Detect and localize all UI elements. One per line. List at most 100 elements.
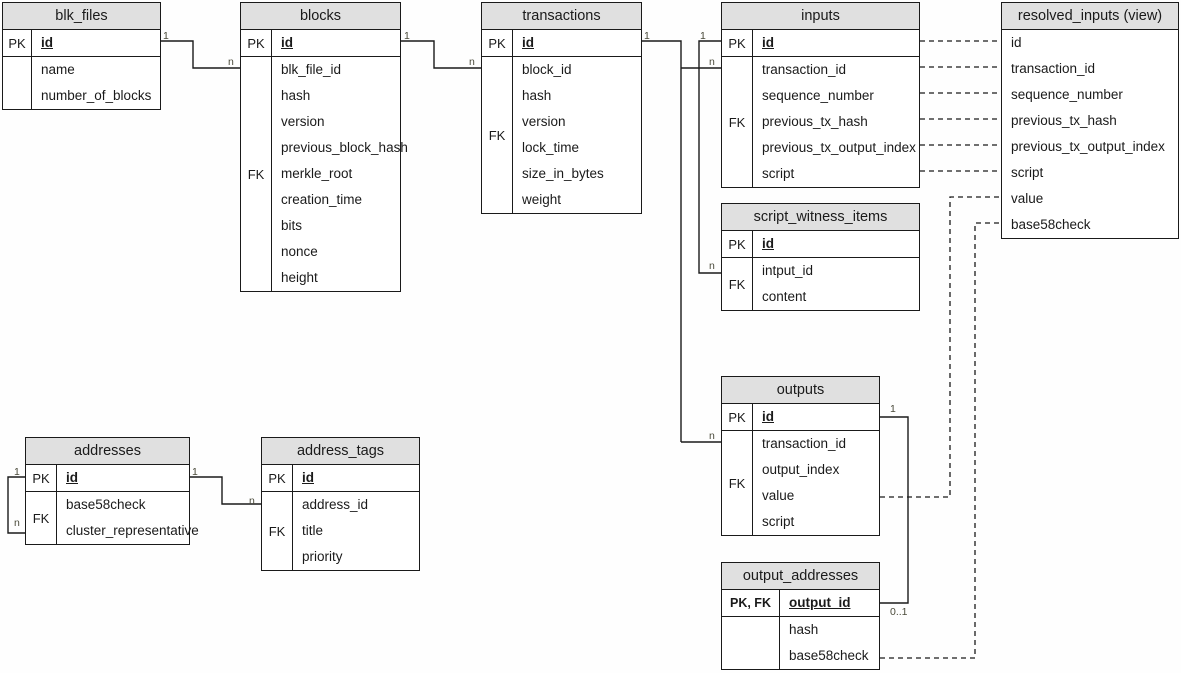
- entity-inputs-pk-group: PK id: [722, 30, 919, 56]
- cardinality-label: n: [249, 495, 255, 507]
- cardinality-label: 1: [404, 30, 410, 42]
- field-block-id: block_id: [522, 62, 572, 77]
- entity-script-witness-items-pk-group: PK id: [722, 231, 919, 257]
- field-version: version: [281, 114, 325, 129]
- entity-resolved-inputs-view[interactable]: resolved_inputs (view) id transaction_id…: [1001, 2, 1179, 239]
- cardinality-label: 0..1: [890, 606, 908, 618]
- field-intput-id: intput_id: [762, 263, 814, 278]
- field-transaction-id: transaction_id: [762, 436, 847, 451]
- key-label-fk: FK: [26, 492, 57, 544]
- cardinality-label: 1: [192, 466, 198, 478]
- entity-addresses-pk-group: PK id: [26, 465, 189, 491]
- entity-resolved-inputs-title: resolved_inputs (view): [1002, 3, 1178, 30]
- field-version: version: [522, 114, 566, 129]
- field-id: id: [1011, 35, 1022, 50]
- entity-transactions[interactable]: transactions PK id FK block_id hash vers…: [481, 2, 642, 214]
- key-label-pk: PK: [262, 465, 293, 491]
- entity-address-tags-field-group: FK address_id title priority: [262, 491, 419, 570]
- field-blk-file-id: blk_file_id: [281, 62, 342, 77]
- field-script: script: [762, 166, 795, 181]
- entity-output-addresses[interactable]: output_addresses PK, FK output_id hash b…: [721, 562, 880, 670]
- entity-inputs[interactable]: inputs PK id FK transaction_id sequence_…: [721, 2, 920, 188]
- field-size-in-bytes: size_in_bytes: [522, 166, 604, 181]
- field-column: intput_id content: [753, 258, 919, 310]
- field-number-of-blocks: number_of_blocks: [41, 88, 152, 103]
- field-nonce: nonce: [281, 244, 318, 259]
- field-column: id: [753, 30, 919, 56]
- field-bits: bits: [281, 218, 303, 233]
- entity-addresses-title: addresses: [26, 438, 189, 465]
- field-column: id: [513, 30, 641, 56]
- field-column: base58check cluster_representative: [57, 492, 199, 544]
- cardinality-label: n: [709, 260, 715, 272]
- entity-transactions-pk-group: PK id: [482, 30, 641, 56]
- field-priority: priority: [302, 549, 343, 564]
- entity-resolved-inputs-field-group: id transaction_id sequence_number previo…: [1002, 30, 1178, 238]
- entity-script-witness-items[interactable]: script_witness_items PK id FK intput_id …: [721, 203, 920, 311]
- field-column: id: [57, 465, 189, 491]
- cardinality-label: n: [14, 517, 20, 529]
- entity-outputs-field-group: FK transaction_id output_index value scr…: [722, 430, 879, 535]
- key-label-pk: PK: [722, 404, 753, 430]
- field-hash: hash: [789, 622, 819, 637]
- field-id: id: [41, 35, 53, 50]
- field-transaction-id: transaction_id: [762, 62, 847, 77]
- cardinality-label: n: [228, 56, 234, 68]
- field-previous-tx-hash: previous_tx_hash: [1011, 113, 1117, 128]
- field-script: script: [762, 514, 795, 529]
- entity-blk-files-title: blk_files: [3, 3, 160, 30]
- field-output-index: output_index: [762, 462, 840, 477]
- field-previous-tx-hash: previous_tx_hash: [762, 114, 868, 129]
- entity-transactions-field-group: FK block_id hash version lock_time size_…: [482, 56, 641, 213]
- entity-outputs-title: outputs: [722, 377, 879, 404]
- key-label-fk: FK: [722, 258, 753, 310]
- field-column: address_id title priority: [293, 492, 419, 570]
- field-output-id: output_id: [789, 595, 851, 610]
- field-hash: hash: [281, 88, 311, 103]
- entity-address-tags-title: address_tags: [262, 438, 419, 465]
- entity-blocks-field-group: FK blk_file_id hash version previous_blo…: [241, 56, 408, 291]
- field-title: title: [302, 523, 324, 538]
- key-label-fk: FK: [722, 431, 753, 535]
- entity-addresses[interactable]: addresses PK id FK base58check cluster_r…: [25, 437, 199, 545]
- field-weight: weight: [522, 192, 562, 207]
- cardinality-label: 1: [890, 403, 896, 415]
- field-address-id: address_id: [302, 497, 369, 512]
- field-previous-tx-output-index: previous_tx_output_index: [762, 140, 916, 155]
- cardinality-label: n: [709, 430, 715, 442]
- field-column: id: [32, 30, 160, 56]
- key-label-pk: PK: [722, 30, 753, 56]
- cardinality-label: n: [709, 56, 715, 68]
- field-column: output_id: [780, 590, 879, 616]
- entity-blk-files[interactable]: blk_files PK id name number_of_blocks: [2, 2, 161, 110]
- key-label-fk: FK: [722, 57, 753, 187]
- field-id: id: [762, 236, 774, 251]
- field-hash: hash: [522, 88, 552, 103]
- key-label-fk: FK: [482, 57, 513, 213]
- field-cluster-representative: cluster_representative: [66, 523, 199, 538]
- field-column: blk_file_id hash version previous_block_…: [272, 57, 408, 291]
- field-id: id: [762, 409, 774, 424]
- field-lock-time: lock_time: [522, 140, 580, 155]
- entity-blk-files-pk-group: PK id: [3, 30, 160, 56]
- field-column: id: [272, 30, 400, 56]
- field-script: script: [1011, 165, 1044, 180]
- entity-script-witness-items-title: script_witness_items: [722, 204, 919, 231]
- entity-blk-files-field-group: name number_of_blocks: [3, 56, 160, 109]
- field-column: transaction_id output_index value script: [753, 431, 879, 535]
- key-label-fk: FK: [241, 57, 272, 291]
- field-column: id: [293, 465, 419, 491]
- field-sequence-number: sequence_number: [1011, 87, 1123, 102]
- field-transaction-id: transaction_id: [1011, 61, 1096, 76]
- field-id: id: [762, 35, 774, 50]
- entity-address-tags[interactable]: address_tags PK id FK address_id title p…: [261, 437, 420, 571]
- wire-inputs-script_witness_items: [698, 40, 721, 274]
- field-column: block_id hash version lock_time size_in_…: [513, 57, 641, 213]
- entity-outputs[interactable]: outputs PK id FK transaction_id output_i…: [721, 376, 880, 536]
- key-label-pk: PK: [241, 30, 272, 56]
- entity-blocks[interactable]: blocks PK id FK blk_file_id hash version…: [240, 2, 408, 292]
- field-sequence-number: sequence_number: [762, 88, 874, 103]
- field-merkle-root: merkle_root: [281, 166, 353, 181]
- field-column: id: [753, 231, 919, 257]
